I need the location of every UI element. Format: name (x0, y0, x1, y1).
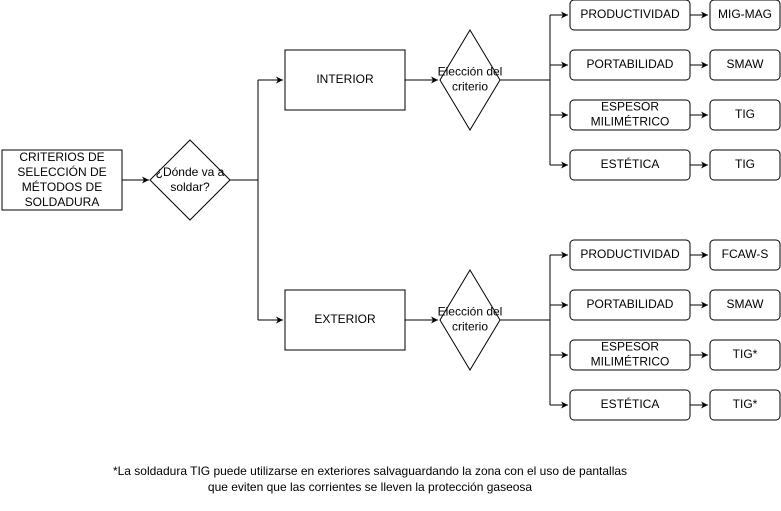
criterion-label-line: ESPESOR (601, 340, 659, 354)
method-label: FCAW-S (722, 247, 769, 261)
footnote-line: *La soldadura TIG puede utilizarse en ex… (113, 464, 627, 478)
root-label-line: SELECCIÓN DE (17, 164, 106, 179)
method-label: TIG* (733, 347, 758, 361)
criterion-node: PRODUCTIVIDAD (569, 239, 691, 271)
criterion-label-line: MILIMÉTRICO (591, 114, 670, 129)
criterion-node: PRODUCTIVIDAD (569, 0, 691, 31)
root-label-line: MÉTODOS DE (22, 179, 102, 194)
method-label: TIG* (733, 397, 758, 411)
criterion-label-line: ESTÉTICA (601, 396, 660, 411)
method-label: MIG-MAG (718, 7, 772, 21)
decision-label-line: criterio (452, 320, 488, 334)
decision-label-line: Elección del (438, 305, 503, 319)
method-label: SMAW (727, 57, 765, 71)
question-label-line: ¿Dónde va a (156, 165, 225, 179)
root-label-line: SOLDADURA (25, 195, 100, 209)
root-node: CRITERIOS DE SELECCIÓN DE MÉTODOS DE SOL… (1, 149, 123, 211)
criterion-label-line: PRODUCTIVIDAD (580, 247, 680, 261)
method-label: TIG (735, 107, 755, 121)
method-node: TIG (709, 99, 781, 131)
criterion-label-line: ESTÉTICA (601, 156, 660, 171)
criterion-node: ESTÉTICA (569, 389, 691, 421)
criterion-label-line: ESPESOR (601, 100, 659, 114)
question-diamond: ¿Dónde va a soldar? (149, 139, 231, 221)
question-label-line: soldar? (170, 180, 210, 194)
method-label: TIG (735, 157, 755, 171)
decision-label-line: criterio (452, 80, 488, 94)
method-node: SMAW (709, 49, 781, 81)
criterion-node: ESTÉTICA (569, 149, 691, 181)
connector-line (500, 255, 551, 405)
connector-line (500, 15, 551, 165)
criterion-label-line: PRODUCTIVIDAD (580, 7, 680, 21)
method-node: TIG* (709, 389, 781, 421)
location-label: INTERIOR (316, 72, 374, 86)
method-node: FCAW-S (709, 239, 781, 271)
location-node: INTERIOR (284, 49, 406, 111)
connector-line (230, 80, 259, 320)
criterion-node: PORTABILIDAD (569, 49, 691, 81)
method-node: MIG-MAG (709, 0, 781, 31)
method-node: SMAW (709, 289, 781, 321)
decision-label-line: Elección del (438, 65, 503, 79)
footnote-line: que eviten que las corrientes se lleven … (208, 480, 533, 494)
method-node: TIG (709, 149, 781, 181)
location-node: EXTERIOR (284, 289, 406, 351)
criterion-label-line: PORTABILIDAD (587, 297, 674, 311)
location-label: EXTERIOR (314, 312, 376, 326)
root-label-line: CRITERIOS DE (19, 150, 104, 164)
criterion-label-line: PORTABILIDAD (587, 57, 674, 71)
criterion-node: PORTABILIDAD (569, 289, 691, 321)
method-label: SMAW (727, 297, 765, 311)
method-node: TIG* (709, 339, 781, 371)
criterion-label-line: MILIMÉTRICO (591, 354, 670, 369)
